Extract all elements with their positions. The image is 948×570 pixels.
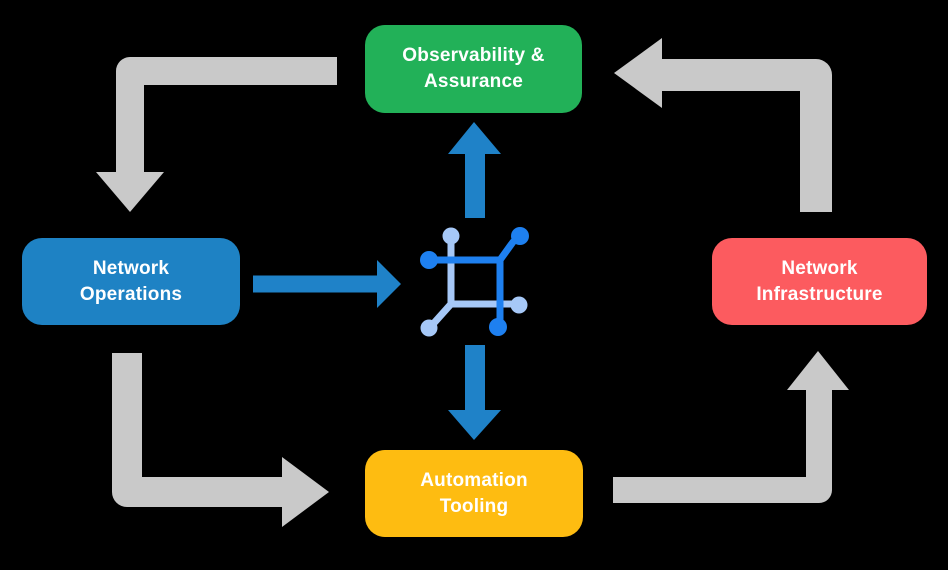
node-infrastructure-label-line2: Infrastructure (756, 283, 883, 305)
network-platform-icon (420, 227, 529, 337)
arrow-platform-to-automation (448, 345, 501, 440)
node-operations-label-line1: Network (92, 257, 170, 279)
arrow-platform-to-observability (448, 122, 501, 218)
arrow-infrastructure-to-observability (614, 38, 832, 212)
node-infrastructure-label-line1: Network (781, 257, 858, 279)
arrow-observability-to-operations (96, 57, 337, 212)
arrow-operations-to-automation (112, 353, 329, 527)
node-operations-label-line2: Operations (79, 283, 183, 305)
arrow-operations-to-platform (253, 260, 401, 308)
node-automation-label-line2: Tooling (439, 495, 509, 517)
node-automation-label-line1: Automation (420, 469, 528, 491)
node-automation: Automation Tooling (365, 450, 583, 537)
node-observability: Observability & Assurance (365, 25, 582, 113)
arrow-automation-to-infrastructure (613, 351, 849, 503)
node-observability-label-line1: Observability & (402, 45, 545, 66)
node-infrastructure: Network Infrastructure (712, 238, 927, 325)
node-observability-label-line2: Assurance (424, 71, 523, 92)
node-operations: Network Operations (22, 238, 240, 325)
